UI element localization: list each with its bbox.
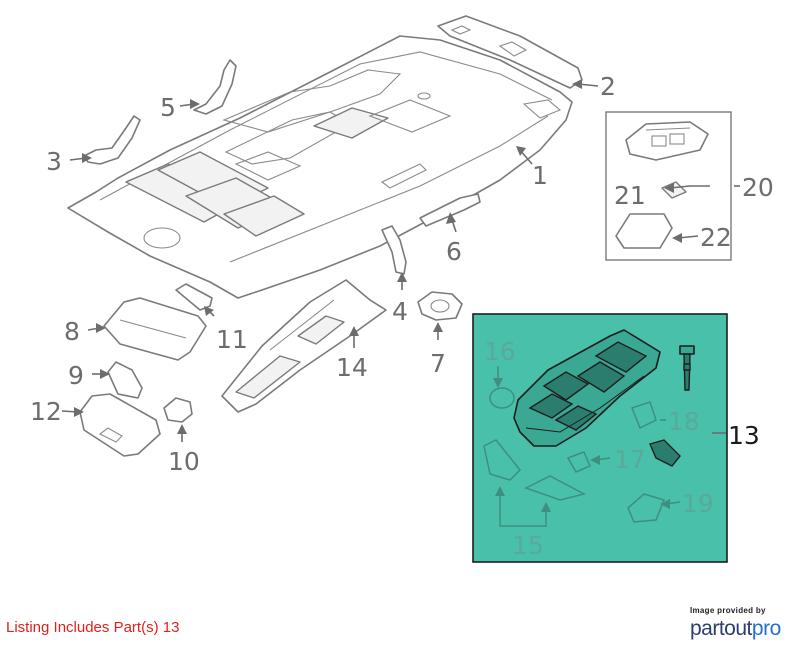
logo-text-part-a: partout (690, 617, 752, 640)
callout-5: 5 (160, 93, 176, 122)
partoutpro-logo[interactable]: partoutpro (690, 617, 800, 641)
leader-lines (61, 79, 740, 442)
image-credit: Image provided by partoutpro (690, 606, 800, 641)
logo-text-part-b: pro (751, 617, 781, 640)
headliner-part (67, 35, 573, 299)
callout-17: 17 (614, 445, 646, 474)
callout-20: 20 (742, 173, 774, 202)
callout-18: 18 (668, 407, 700, 436)
highlight-leader-lines (493, 366, 681, 527)
callout-21: 21 (614, 181, 646, 210)
callout-19: 19 (682, 489, 714, 518)
sun-visor-part (79, 297, 207, 457)
lamp-assembly-box (605, 111, 732, 261)
highlight-box (472, 313, 728, 563)
callout-9: 9 (68, 361, 84, 390)
callout-22: 22 (700, 223, 732, 252)
callout-12: 12 (30, 397, 62, 426)
callout-13: 13 (728, 421, 760, 450)
callout-14: 14 (336, 353, 368, 382)
map-lamp-part (417, 291, 463, 321)
callout-15: 15 (512, 531, 544, 560)
visor-clip-part (163, 283, 213, 423)
callout-7: 7 (430, 349, 446, 378)
callout-3: 3 (46, 147, 62, 176)
callout-1: 1 (532, 161, 548, 190)
callout-2: 2 (600, 72, 616, 101)
callout-6: 6 (446, 237, 462, 266)
callout-16: 16 (484, 337, 516, 366)
credit-caption: Image provided by (690, 606, 766, 615)
listing-note: Listing Includes Part(s) 13 (6, 619, 180, 636)
callout-10: 10 (168, 447, 200, 476)
console-bracket-part (221, 279, 387, 413)
pillar-trim-part (381, 193, 481, 275)
callout-8: 8 (64, 317, 80, 346)
callout-4: 4 (392, 297, 408, 326)
callout-11: 11 (216, 325, 248, 354)
grab-handle-part (83, 59, 237, 165)
